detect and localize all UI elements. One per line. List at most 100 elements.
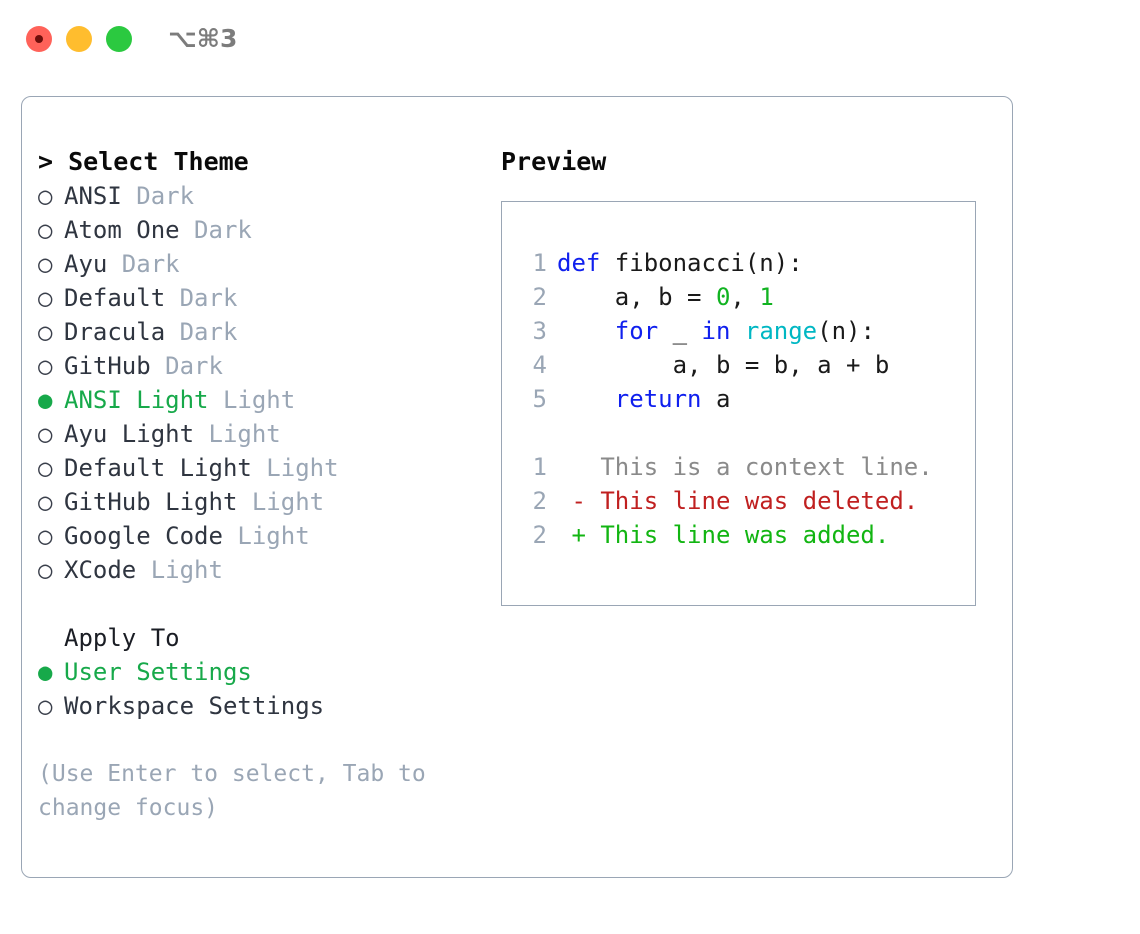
diff-line: 1 This is a context line. — [519, 450, 975, 484]
theme-option-ansi[interactable]: ○ANSI Dark — [38, 179, 468, 213]
radio-unselected-icon: ○ — [38, 284, 53, 312]
radio-unselected-icon: ○ — [38, 318, 53, 346]
radio-unselected-icon: ○ — [38, 352, 53, 380]
keyboard-shortcut-label: ⌥⌘3 — [168, 24, 238, 53]
theme-option-ayu[interactable]: ○ Ayu Dark — [38, 247, 468, 281]
theme-option-dracula[interactable]: ○ Dracula Dark — [38, 315, 468, 349]
radio-selected-icon: ● — [38, 658, 53, 686]
close-icon — [35, 35, 43, 43]
token: def — [557, 249, 601, 277]
apply-to-option-label: Workspace Settings — [64, 692, 325, 720]
theme-option-github-light[interactable]: ○ GitHub Light Light — [38, 485, 468, 519]
token: 1 — [759, 283, 774, 311]
diff-sample: 1 This is a context line. 2 - This line w… — [519, 450, 975, 552]
apply-to-group: Apply To ● User Settings ○ Workspace Settin… — [38, 621, 468, 723]
apply-to-label: Apply To — [64, 624, 180, 652]
line-number: 5 — [532, 385, 547, 413]
theme-option-kind: Dark — [165, 284, 238, 312]
radio-unselected-icon: ○ — [38, 488, 53, 516]
theme-option-kind: Dark — [121, 182, 195, 210]
theme-selection-pane: > Select Theme ○ANSI Dark○Atom One Dark○… — [38, 145, 468, 825]
theme-option-ansi-light[interactable]: ● ANSI Light Light — [38, 383, 468, 417]
theme-option-kind: Light — [208, 386, 296, 414]
token: + This line was added. — [557, 521, 890, 549]
line-content: + This line was added. — [557, 521, 889, 549]
theme-option-label: XCode — [64, 556, 137, 584]
line-content: a, b = b, a + b — [557, 351, 890, 379]
token: (n): — [817, 317, 875, 345]
theme-option-kind: Light — [237, 488, 325, 516]
line-number: 2 — [532, 283, 547, 311]
token: a — [701, 385, 731, 413]
token: 0 — [715, 283, 731, 311]
token: in — [701, 317, 731, 345]
radio-unselected-icon: ○ — [38, 182, 53, 210]
token: - This line was deleted. — [557, 487, 919, 515]
apply-to-option-workspace-settings[interactable]: ○ Workspace Settings — [38, 689, 468, 723]
preview-title: Preview — [501, 147, 607, 176]
token — [557, 317, 615, 345]
line-content: def fibonacci(n): — [557, 249, 803, 277]
apply-to-option-label: User Settings — [64, 658, 252, 686]
theme-option-label: Dracula — [64, 318, 166, 346]
token: return — [614, 385, 702, 413]
radio-unselected-icon: ○ — [38, 692, 53, 720]
radio-unselected-icon: ○ — [38, 454, 53, 482]
title-bar: ⌥⌘3 — [0, 0, 1140, 78]
theme-option-kind: Dark — [165, 318, 238, 346]
token: This is a context line. — [557, 453, 933, 481]
code-line: 4 a, b = b, a + b — [519, 348, 975, 382]
theme-option-label: ANSI Light — [64, 386, 209, 414]
code-diff-spacer — [519, 416, 975, 450]
theme-option-kind: Light — [222, 522, 310, 550]
apply-to-option-user-settings[interactable]: ● User Settings — [38, 655, 468, 689]
line-content: a, b = 0, 1 — [557, 283, 774, 311]
theme-option-label: Default — [64, 284, 166, 312]
diff-line: 2 + This line was added. — [519, 518, 975, 552]
theme-option-google-code[interactable]: ○ Google Code Light — [38, 519, 468, 553]
line-number: 2 — [532, 487, 547, 515]
code-line: 3 for _ in range(n): — [519, 314, 975, 348]
token: a, b = — [557, 283, 716, 311]
radio-unselected-icon: ○ — [38, 250, 53, 278]
theme-option-label: Google Code — [64, 522, 223, 550]
line-content: return a — [557, 385, 731, 413]
theme-option-github[interactable]: ○ GitHub Dark — [38, 349, 468, 383]
code-line: 5 return a — [519, 382, 975, 416]
line-number: 3 — [532, 317, 547, 345]
theme-option-kind: Light — [194, 420, 281, 448]
page-title: > Select Theme — [38, 147, 249, 176]
keyboard-hint: (Use Enter to select, Tab to change focu… — [38, 761, 426, 821]
theme-option-default[interactable]: ○ Default Dark — [38, 281, 468, 315]
theme-option-label: Atom One — [64, 216, 180, 244]
theme-option-xcode[interactable]: ○XCode Light — [38, 553, 468, 587]
radio-unselected-icon: ○ — [38, 522, 53, 550]
theme-option-kind: Dark — [150, 352, 223, 380]
line-number: 2 — [532, 521, 547, 549]
radio-unselected-icon: ○ — [38, 216, 53, 244]
radio-unselected-icon: ○ — [38, 420, 53, 448]
token — [730, 317, 744, 345]
theme-option-kind: Light — [251, 454, 339, 482]
theme-option-kind: Light — [136, 556, 223, 584]
theme-option-atom-one[interactable]: ○ Atom One Dark — [38, 213, 468, 247]
radio-selected-icon: ● — [38, 386, 53, 414]
minimize-button[interactable] — [66, 26, 92, 52]
theme-option-kind: Dark — [107, 250, 180, 278]
token — [557, 385, 615, 413]
token: range — [744, 317, 818, 345]
theme-option-label: GitHub — [64, 352, 151, 380]
theme-option-label: Ayu — [64, 250, 108, 278]
maximize-button[interactable] — [106, 26, 132, 52]
theme-option-default-light[interactable]: ○ Default Light Light — [38, 451, 468, 485]
theme-option-label: GitHub Light — [64, 488, 238, 516]
theme-option-kind: Dark — [179, 216, 252, 244]
line-content: for _ in range(n): — [557, 317, 875, 345]
theme-option-label: Default Light — [64, 454, 252, 482]
code-line: 2 a, b = 0, 1 — [519, 280, 975, 314]
theme-option-ayu-light[interactable]: ○Ayu Light Light — [38, 417, 468, 451]
apply-to-options: ● User Settings ○ Workspace Settings — [38, 655, 468, 723]
